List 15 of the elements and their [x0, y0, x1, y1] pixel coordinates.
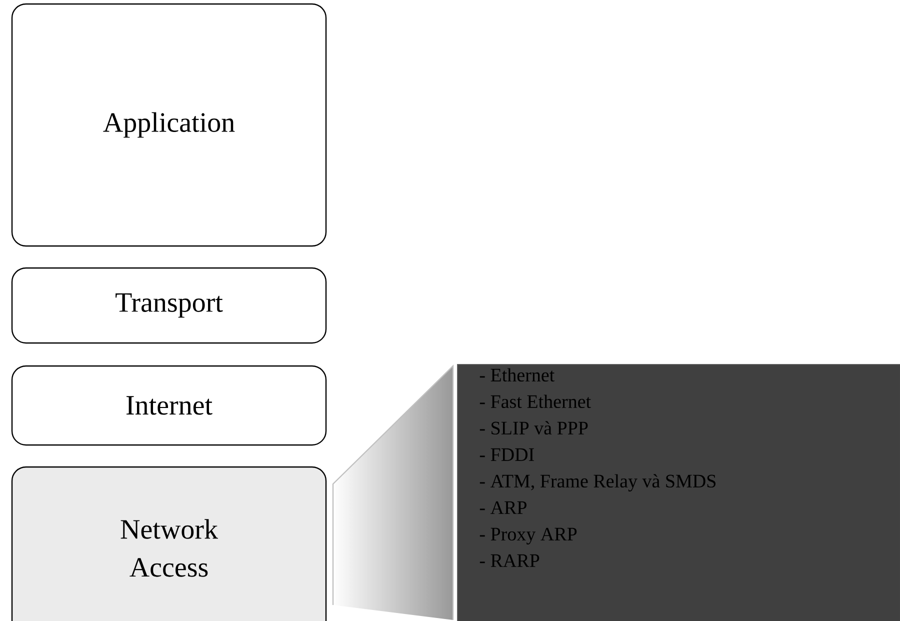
- layer-box: Transport: [11, 267, 327, 344]
- layer-box: Internet: [11, 365, 327, 446]
- node-label: - Ethernet: [480, 368, 555, 382]
- node-label: - SLIP và PPP: [480, 421, 588, 435]
- node-label: - ARP: [480, 501, 526, 514]
- node-label: - Proxy ARP: [480, 528, 577, 544]
- protocol-list-box: [457, 364, 900, 621]
- node-label: - ATM, Frame Relay và SMDS: [480, 474, 716, 492]
- node-label: - RARP: [480, 554, 540, 567]
- callout-wedge: [332, 364, 454, 620]
- node-label: - FDDI: [480, 448, 534, 461]
- protocol-list: - Ethernet - Fast Ethernet - SLIP và PPP - FDDI - ATM, Frame Relay và SMDS - ARP - Proxy ARP - RARP: [480, 368, 716, 567]
- layer-box: Application: [11, 3, 327, 247]
- node-label: - Fast Ethernet: [480, 394, 591, 408]
- layer-box: Network Access: [11, 466, 327, 621]
